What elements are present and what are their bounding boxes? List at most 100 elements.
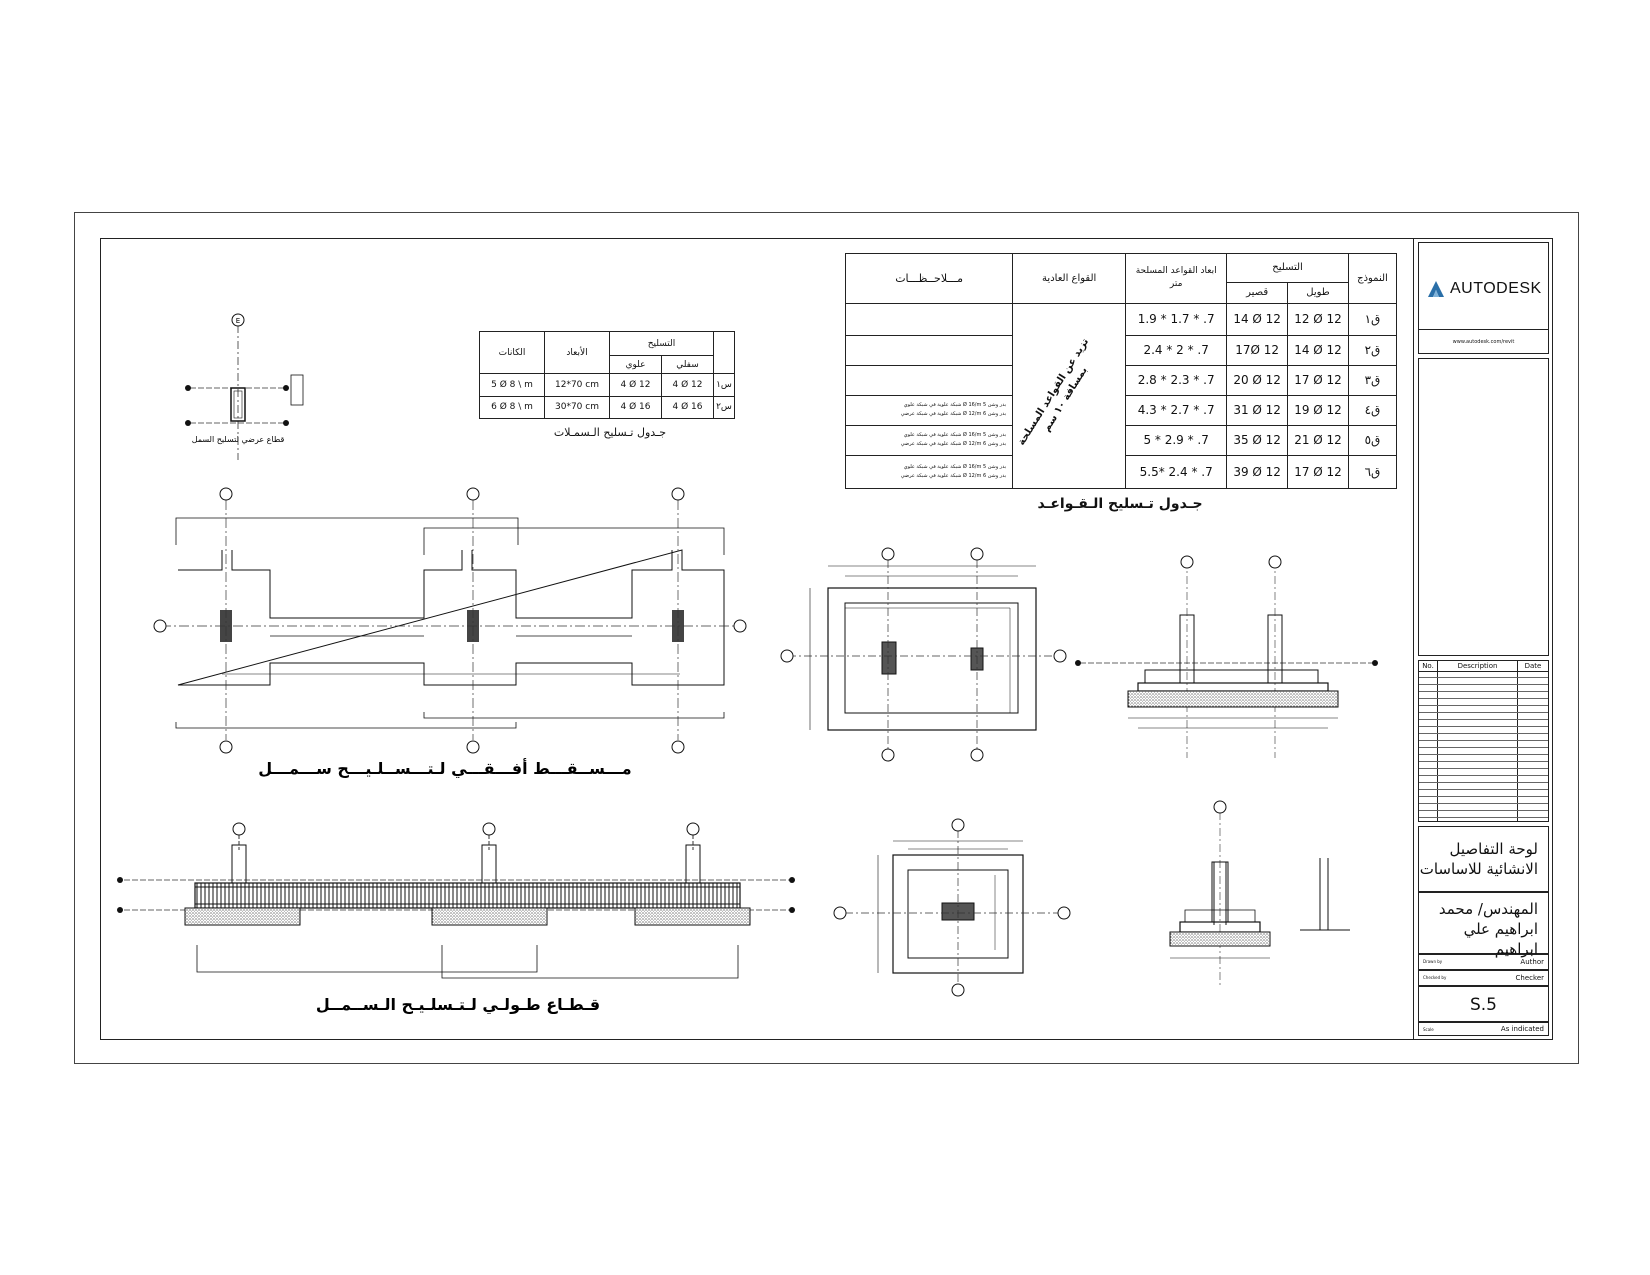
checked-by-value: Checker — [1515, 974, 1544, 982]
cell-notes — [844, 334, 1014, 366]
cell-dims: 12*70 cm — [544, 373, 610, 397]
engineer-line2: ابراهيم علي ابراهيم — [1463, 920, 1538, 958]
dims-unit-label: متر — [1169, 279, 1183, 290]
sheet-number-box: S.5 — [1418, 986, 1549, 1022]
cell-model: ق١ — [1347, 302, 1398, 336]
beam-table-caption: جـدول تـسليح الـسمـلات — [553, 426, 667, 439]
table-row: بدر وشن 5 Ø 16/m شبكة علوية في شبكة علوي… — [844, 454, 1398, 490]
cell-stirrups: 6 Ø 8 \ m — [479, 395, 545, 420]
cell-long: 17 Ø 12 — [1287, 454, 1349, 490]
beam-plan — [153, 487, 747, 754]
cell-model: ق٣ — [1347, 364, 1398, 396]
cell-short: 31 Ø 12 — [1226, 394, 1289, 426]
rev-description-header: Description — [1438, 661, 1518, 671]
rev-date-header: Date — [1524, 662, 1542, 670]
cell-dims: 1.9 * 1.7 * .7 — [1125, 302, 1228, 336]
cell-model: ق٤ — [1347, 394, 1398, 426]
cell-notes — [844, 364, 1014, 396]
col-header-dims: ابعاد القواعد المسلحة متر — [1125, 253, 1228, 304]
col-header-dims: الأبعاد — [544, 330, 610, 375]
checked-by-row: Checked by Checker — [1418, 970, 1549, 986]
col-header-bottom: سفلي — [661, 355, 714, 375]
beam-section-label: قطاع عرضي لتسليح السمل — [192, 435, 285, 444]
cell-long: 21 Ø 12 — [1287, 424, 1349, 456]
rev-no-header: No. — [1419, 661, 1438, 671]
beam-cross-section: E — [185, 313, 304, 460]
cell-short: 39 Ø 12 — [1226, 454, 1289, 490]
cell-long: 14 Ø 12 — [1287, 334, 1349, 366]
project-title-line2: الانشائية للاساسات — [1419, 860, 1538, 878]
cell-dims: 5 * 2.9 * .7 — [1125, 424, 1228, 456]
cell-stirrups: 5 Ø 8 \ m — [479, 373, 545, 397]
project-title-line1: لوحة التفاصيل — [1449, 840, 1538, 858]
footing-plan-b — [833, 818, 1071, 997]
footing-plan-a — [780, 547, 1067, 762]
table-row: 5 Ø 8 \ m 12*70 cm 4 Ø 12 4 Ø 12 س١ — [479, 373, 735, 397]
revision-table: No. Description Date — [1418, 660, 1549, 822]
cell-dims: 30*70 cm — [544, 395, 610, 420]
col-header-model: النموذج — [1347, 253, 1398, 304]
sheet-outer-border — [74, 212, 1579, 1064]
table-row: بدر وشن 5 Ø 16/m شبكة علوية في شبكة علوي… — [844, 424, 1398, 456]
footing-section-a — [1075, 555, 1378, 758]
title-block-divider — [1413, 238, 1414, 1040]
cell-model: ق٥ — [1347, 424, 1398, 456]
cell-plain-note: تزيد عن القواعد المسلحة بمسافة ١٠ سم — [1012, 302, 1127, 490]
cell-top: 4 Ø 12 — [609, 373, 662, 397]
table-row: بدر وشن 5 Ø 16/m شبكة علوية في شبكة علوي… — [844, 394, 1398, 426]
section-title: قـطـاع طـولـي لـتـسلـيـح الـســمــل — [316, 995, 600, 1015]
col-header-reinforcement: التسليح — [1226, 253, 1349, 283]
cell-dims: 2.4 * 2 * .7 — [1125, 334, 1228, 366]
table-row: 2.4 * 2 * .7 17Ø 12 14 Ø 12 ق٢ — [844, 334, 1398, 366]
cell-dims: 2.8 * 2.3 * .7 — [1125, 364, 1228, 396]
cell-model: ق٢ — [1347, 334, 1398, 366]
cell-long: 12 Ø 12 — [1287, 302, 1349, 336]
cell-bottom: 4 Ø 12 — [661, 373, 714, 397]
beam-long-section — [117, 822, 795, 979]
cell-dims: 4.3 * 2.7 * .7 — [1125, 394, 1228, 426]
cell-long: 19 Ø 12 — [1287, 394, 1349, 426]
cell-short: 35 Ø 12 — [1226, 424, 1289, 456]
cell-model: ق٦ — [1347, 454, 1398, 490]
cell-dims: 5.5* 2.4 * .7 — [1125, 454, 1228, 490]
cell-long: 17 Ø 12 — [1287, 364, 1349, 396]
sheet-inner-border — [100, 238, 1553, 1040]
table-row: تزيد عن القواعد المسلحة بمسافة ١٠ سم 1.9… — [844, 302, 1398, 490]
cell-id: س٢ — [713, 395, 735, 420]
blank-info-box — [1418, 358, 1549, 656]
checked-by-label: Checked by — [1423, 975, 1447, 980]
cell-top: 4 Ø 16 — [609, 395, 662, 420]
sheet-number: S.5 — [1469, 995, 1497, 1015]
dims-header-label: ابعاد القواعد المسلحة — [1135, 266, 1217, 277]
col-header-long: طويل — [1287, 281, 1349, 304]
cell-bottom: 4 Ø 16 — [661, 395, 714, 420]
drawn-by-value: Author — [1520, 958, 1544, 966]
engineer-box: المهندس/ محمد ابراهيم علي ابراهيم — [1418, 892, 1549, 958]
cell-short: 20 Ø 12 — [1226, 364, 1289, 396]
cell-short: 14 Ø 12 — [1226, 302, 1289, 336]
col-header-plain: القواع العادية — [1012, 253, 1127, 304]
col-header-short: قصير — [1226, 281, 1289, 304]
col-header-reinforcement: التسليح — [609, 330, 714, 357]
footing-reinforcement-table: مـــلاحــظـــات القواع العادية ابعاد الق… — [844, 253, 1398, 490]
plan-title: مـــســقـــط أفـــقـــي لـتـــســلـيـــح… — [258, 758, 631, 779]
scale-label: Scale — [1423, 1027, 1434, 1032]
scale-row: Scale As indicated — [1418, 1022, 1549, 1036]
drawn-by-row: Drawn by Author — [1418, 954, 1549, 970]
cell-notes — [844, 302, 1014, 336]
footing-section-b — [1169, 800, 1350, 985]
grid-bubble-label: E — [236, 317, 240, 325]
col-header-top: علوي — [609, 355, 662, 375]
cell-notes: بدر وشن 5 Ø 16/m شبكة علوية في شبكة علوي… — [844, 454, 1014, 490]
cell-short: 17Ø 12 — [1226, 334, 1289, 366]
project-title-box: لوحة التفاصيل الانشائية للاساسات — [1418, 826, 1549, 892]
logo-box: AUTODESK www.autodesk.com/revit — [1418, 242, 1549, 354]
beam-reinforcement-table: الكانات الأبعاد التسليح علوي سفلي 5 Ø 8 … — [479, 330, 735, 420]
cell-notes: بدر وشن 5 Ø 16/m شبكة علوية في شبكة علوي… — [844, 424, 1014, 456]
table-row: 6 Ø 8 \ m 30*70 cm 4 Ø 16 4 Ø 16 س٢ — [479, 395, 735, 420]
footing-table-caption: جـدول تـسليح الـقـواعـد — [1037, 496, 1203, 512]
col-header-notes: مـــلاحــظـــات — [844, 253, 1014, 304]
brand-name: AUTODESK — [1450, 280, 1542, 297]
website-text: www.autodesk.com/revit — [1452, 339, 1515, 345]
